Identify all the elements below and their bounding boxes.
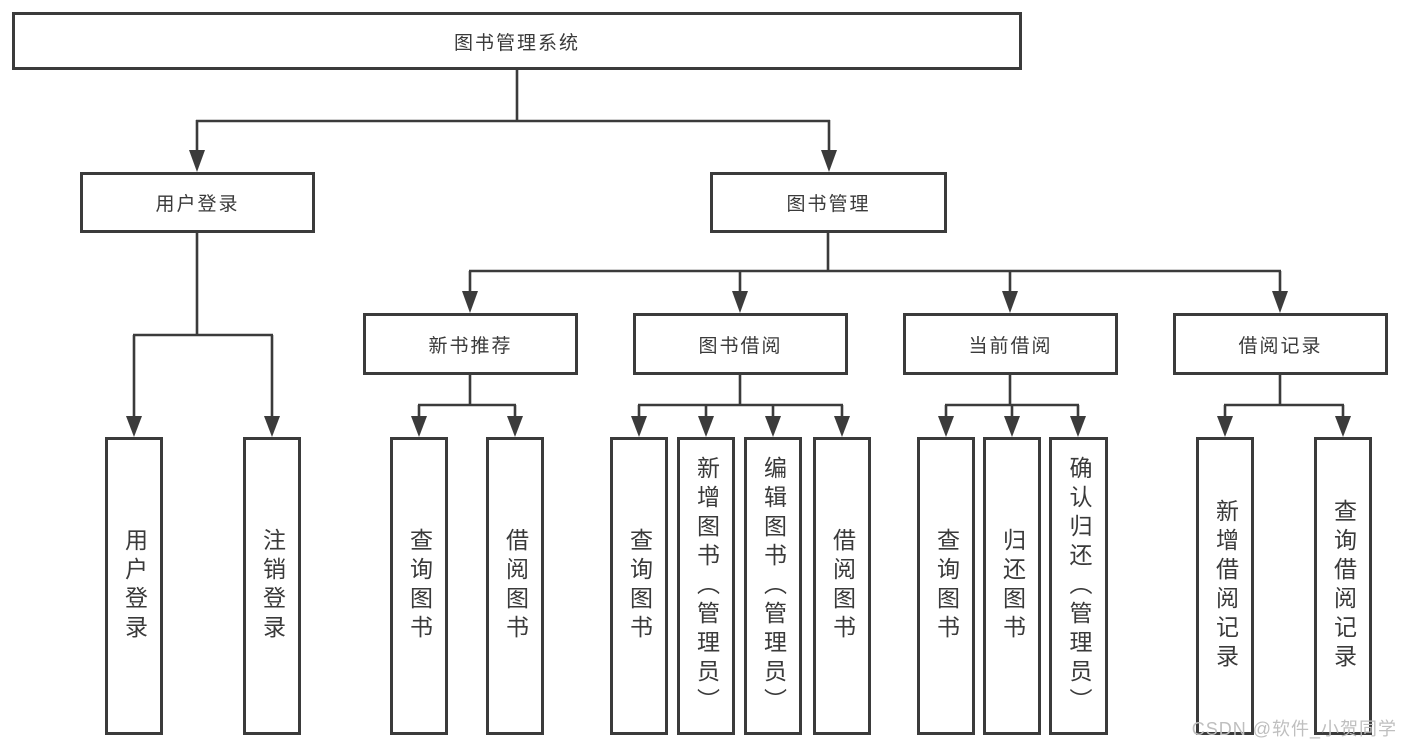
node-label: 注销登录 [259,528,286,644]
leaf-logout: 注销登录 [243,437,301,735]
node-root: 图书管理系统 [12,12,1022,70]
leaf-confirm-return-admin: 确认归还（管理员） [1049,437,1108,735]
arrow-down [1335,416,1351,437]
node-label: 图书管理系统 [453,32,580,54]
arrow-down [631,416,647,437]
leaf-user-login: 用户登录 [105,437,163,735]
arrowheads [126,150,1351,437]
arrow-down [264,416,280,437]
node-label: 当前借阅 [968,335,1053,357]
node-current-borrow: 当前借阅 [903,313,1118,375]
arrow-down [765,416,781,437]
node-book-management: 图书管理 [710,172,947,233]
node-book-borrow: 图书借阅 [633,313,848,375]
arrow-down [938,416,954,437]
edge-root [195,70,831,152]
arrow-down [507,416,523,437]
edge-book-mgmt [468,233,1282,294]
node-label: 查询图书 [933,528,960,644]
arrow-down [189,150,205,172]
leaf-return-books: 归还图书 [983,437,1041,735]
arrow-down [821,150,837,172]
node-label: 图书借阅 [698,335,783,357]
arrow-down [1217,416,1233,437]
node-label: 用户登录 [155,194,240,215]
node-new-book-recommend: 新书推荐 [363,313,578,375]
node-label: 新增图书（管理员） [693,455,720,717]
node-label: 图书管理 [786,194,871,215]
arrow-down [1272,291,1288,313]
leaf-borrow-books-recommend: 借阅图书 [486,437,544,735]
leaf-query-books-recommend: 查询图书 [390,437,448,735]
edge-lines [132,70,1345,418]
arrow-down [126,416,142,437]
node-label: 查询图书 [406,528,433,644]
arrow-down [834,416,850,437]
leaf-query-books-current: 查询图书 [917,437,975,735]
arrow-down [732,291,748,313]
node-label: 归还图书 [999,528,1026,644]
leaf-query-books-borrow: 查询图书 [610,437,668,735]
edge-borrow [637,375,844,418]
node-label: 确认归还（管理员） [1066,455,1092,717]
edge-records [1223,375,1345,418]
node-label: 借阅图书 [829,528,856,644]
node-label: 查询借阅记录 [1330,499,1357,673]
node-user-login-group: 用户登录 [80,172,315,233]
arrow-down [411,416,427,437]
node-label: 新书推荐 [428,335,513,357]
node-borrow-records: 借阅记录 [1173,313,1388,375]
leaf-add-books-admin: 新增图书（管理员） [677,437,735,735]
edge-current [944,375,1080,418]
watermark: CSDN @软件_小贺同学 [1191,719,1397,739]
arrow-down [1002,291,1018,313]
leaf-query-borrow-record: 查询借阅记录 [1314,437,1372,735]
leaf-edit-books-admin: 编辑图书（管理员） [744,437,802,735]
leaf-borrow-books: 借阅图书 [813,437,871,735]
node-label: 用户登录 [121,528,148,644]
leaf-add-borrow-record: 新增借阅记录 [1196,437,1254,735]
node-label: 查询图书 [626,528,653,644]
arrow-down [1004,416,1020,437]
node-label: 借阅图书 [502,528,529,644]
edge-new-books [417,375,517,418]
node-label: 借阅记录 [1238,335,1323,357]
node-label: 新增借阅记录 [1212,499,1239,673]
node-label: 编辑图书（管理员） [760,455,787,717]
edge-user-login [132,233,274,418]
arrow-down [698,416,714,437]
arrow-down [1070,416,1086,437]
arrow-down [462,291,478,313]
